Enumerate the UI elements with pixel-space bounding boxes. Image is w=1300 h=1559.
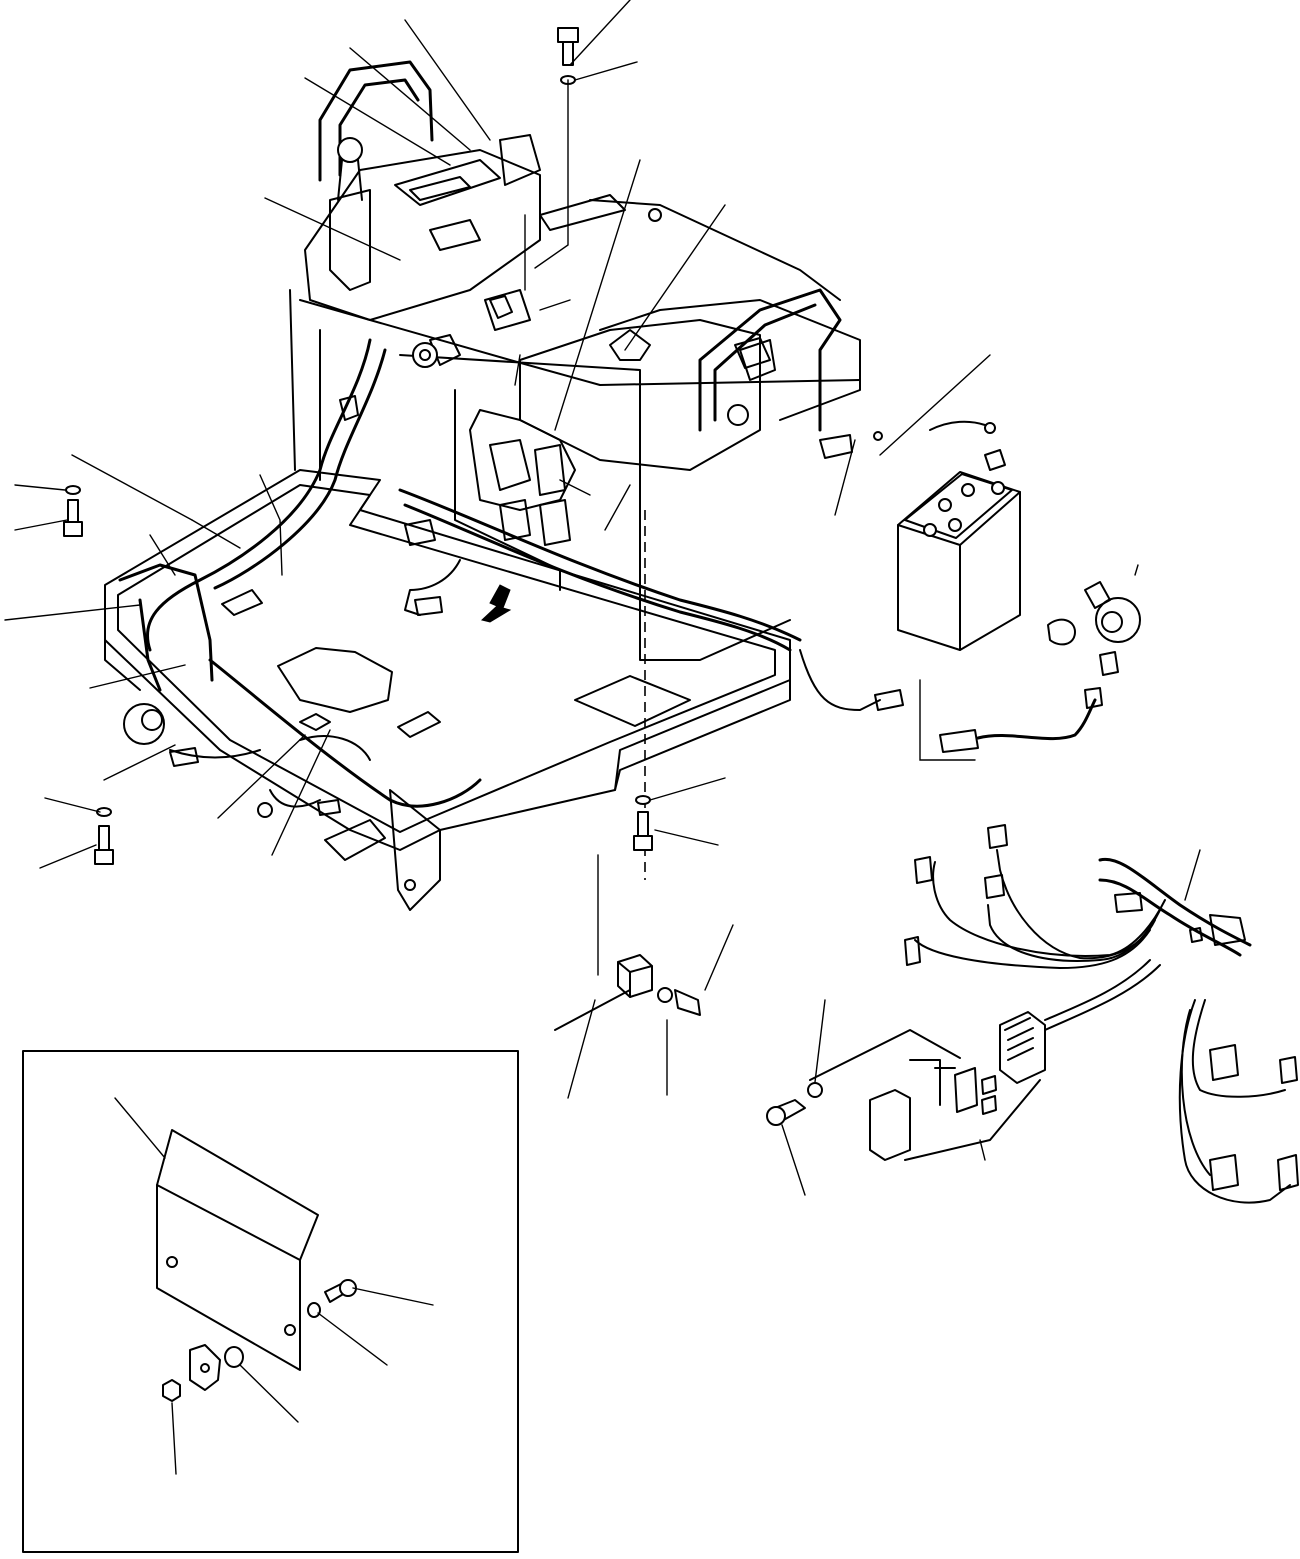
control-console [304, 134, 861, 471]
direction-arrow-icon [480, 584, 512, 623]
battery-icon [897, 420, 1021, 651]
fasteners [63, 27, 653, 865]
callout-lines [4, 0, 1201, 1196]
main-harness [145, 295, 883, 861]
machine-frame [104, 60, 861, 911]
cover-plate-detail [22, 1050, 519, 1553]
cover-plate-icon [156, 1129, 319, 1371]
horn-icon [874, 581, 1141, 753]
sensor-icon [554, 954, 701, 1031]
plate-fasteners [162, 1279, 357, 1402]
sub-harness [904, 824, 1299, 1204]
fuse-box-icon [766, 1011, 1046, 1161]
